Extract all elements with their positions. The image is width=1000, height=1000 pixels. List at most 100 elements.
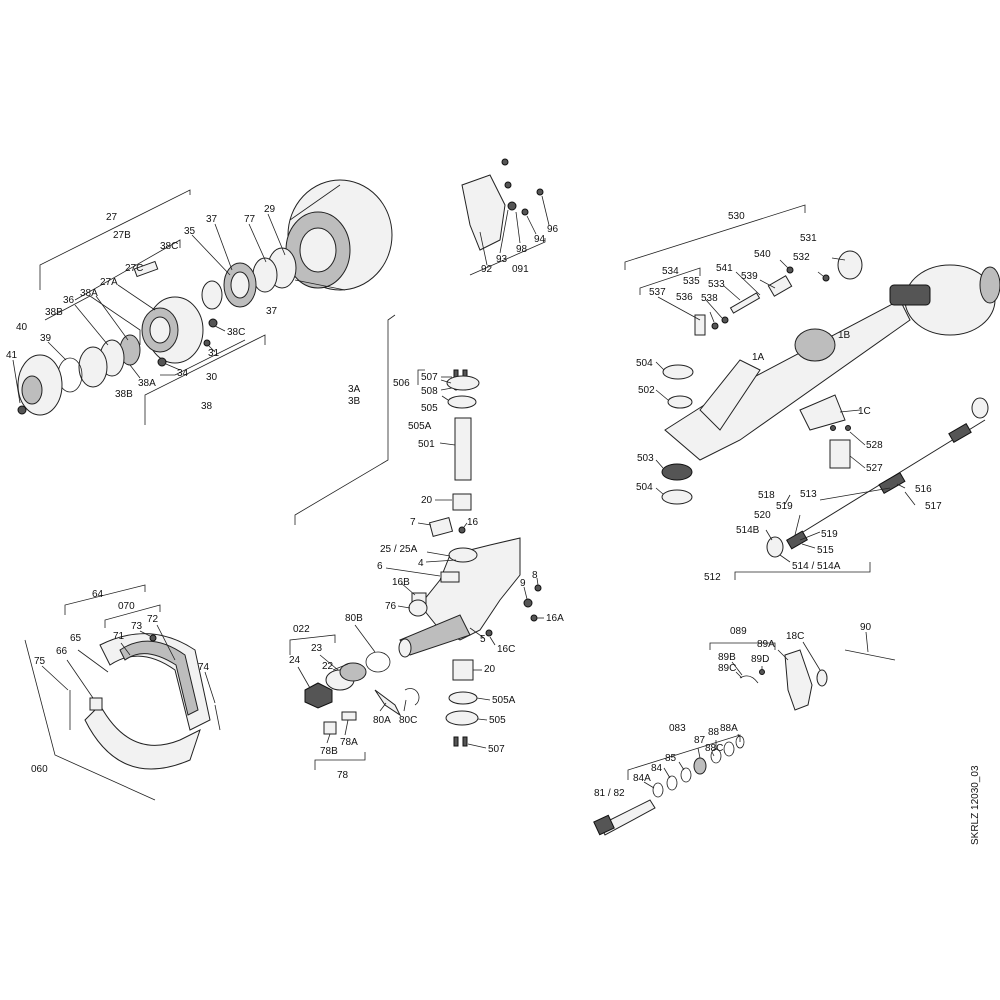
cover-505-bottom[interactable] xyxy=(445,710,479,726)
clamp-515[interactable] xyxy=(786,530,808,550)
screw-96[interactable] xyxy=(536,188,544,196)
clip-89C[interactable] xyxy=(739,675,759,684)
fitting-16[interactable] xyxy=(458,526,466,534)
spring-90[interactable] xyxy=(844,649,896,661)
label-16A: 16A xyxy=(546,613,564,624)
tie-rod-group: 518 519 513 520 514B 519 515 514 / 514A … xyxy=(704,397,989,583)
ring-88A[interactable] xyxy=(735,735,745,749)
hub-cap[interactable] xyxy=(17,354,63,416)
part-538[interactable] xyxy=(711,322,719,330)
part-25[interactable] xyxy=(448,547,478,563)
part-531[interactable] xyxy=(837,250,863,280)
bearing-22[interactable] xyxy=(339,662,367,682)
axle-housing[interactable] xyxy=(889,264,1000,336)
washer-504-top[interactable] xyxy=(662,364,694,380)
plug-41[interactable] xyxy=(17,405,27,415)
brake-shoes-group: 64 070 65 66 71 72 73 74 75 060 xyxy=(24,584,221,801)
washer-502[interactable] xyxy=(667,395,693,409)
bolt-8[interactable] xyxy=(534,584,542,592)
boot-539[interactable] xyxy=(767,275,793,297)
part-532[interactable] xyxy=(822,274,830,282)
brake-lining-71[interactable] xyxy=(119,640,199,716)
ball-joint-right[interactable] xyxy=(971,397,989,419)
bolt-31[interactable] xyxy=(203,339,211,347)
fitting-16A[interactable] xyxy=(530,614,538,622)
part-76[interactable] xyxy=(408,599,428,617)
part-1B[interactable] xyxy=(794,328,836,362)
bracket-30 xyxy=(160,339,246,376)
ball-joint-514[interactable] xyxy=(766,536,784,558)
part-6[interactable] xyxy=(440,571,460,583)
seal-38B[interactable] xyxy=(78,346,108,388)
slack-adjuster-89A[interactable] xyxy=(784,649,813,711)
label-519-bottom: 519 xyxy=(821,529,838,540)
brake-leaders xyxy=(41,624,216,704)
bolt-528b[interactable] xyxy=(845,425,851,431)
part-527[interactable] xyxy=(829,439,851,469)
part-540[interactable] xyxy=(786,266,794,274)
steering-knuckle[interactable] xyxy=(398,537,521,658)
roller-66[interactable] xyxy=(89,697,103,711)
seal-37[interactable] xyxy=(201,280,223,310)
part-18C[interactable] xyxy=(816,669,828,687)
label-531: 531 xyxy=(800,233,817,244)
backplate-92[interactable] xyxy=(461,174,506,251)
part-78A[interactable] xyxy=(341,711,357,721)
label-9: 9 xyxy=(520,578,526,589)
bushing-87[interactable] xyxy=(693,757,707,775)
part-537[interactable] xyxy=(694,314,706,336)
part-78B[interactable] xyxy=(323,721,337,735)
clip-80C[interactable] xyxy=(404,688,420,706)
nut-24[interactable] xyxy=(304,682,333,709)
bolt-528a[interactable] xyxy=(830,425,836,431)
part-27C[interactable] xyxy=(133,260,159,278)
label-505-bottom: 505 xyxy=(489,715,506,726)
nut-94[interactable] xyxy=(521,208,529,216)
bolt-507d[interactable] xyxy=(462,736,468,747)
screw-89D[interactable] xyxy=(759,669,765,675)
hose-80A[interactable] xyxy=(374,689,402,717)
label-23: 23 xyxy=(311,643,323,654)
rivet-73[interactable] xyxy=(149,634,157,642)
bushing-7[interactable] xyxy=(428,517,454,537)
spring-74[interactable] xyxy=(214,704,221,731)
bracket-1A[interactable] xyxy=(699,359,761,431)
ring-84A[interactable] xyxy=(652,782,664,798)
bushing-20-top[interactable] xyxy=(452,493,472,511)
pin-533[interactable] xyxy=(729,292,761,314)
camshaft-spline[interactable] xyxy=(593,814,615,836)
bracket-38 xyxy=(144,334,266,425)
ring-88[interactable] xyxy=(723,741,735,757)
bracket-38B xyxy=(44,295,141,345)
nut-9[interactable] xyxy=(523,598,533,608)
seal-84[interactable] xyxy=(666,775,678,791)
bearing-503[interactable] xyxy=(661,463,693,481)
label-66: 66 xyxy=(56,646,68,657)
ring-85[interactable] xyxy=(680,767,692,783)
label-96: 96 xyxy=(547,224,559,235)
brake-drum[interactable] xyxy=(285,179,393,291)
clamp-516[interactable] xyxy=(878,471,906,495)
washer-93[interactable] xyxy=(507,201,517,211)
wheel-hub[interactable] xyxy=(141,296,204,364)
hub-drum-group: 27 27B 27C 27A 29 77 37 35 38C 37 38C 36… xyxy=(6,179,393,425)
clamp-right[interactable] xyxy=(948,422,972,444)
nut-34[interactable] xyxy=(157,357,167,367)
ring-80B[interactable] xyxy=(365,651,391,673)
part-536[interactable] xyxy=(721,316,729,324)
bolt-98b[interactable] xyxy=(504,181,512,189)
bolt-507c[interactable] xyxy=(453,736,459,747)
fitting-16C[interactable] xyxy=(485,629,493,637)
gasket-505A[interactable] xyxy=(447,395,477,409)
brake-shoe-lower[interactable] xyxy=(84,704,201,770)
cover-505[interactable] xyxy=(446,375,480,391)
gasket-505A-bottom[interactable] xyxy=(448,691,478,705)
washer-504-bottom[interactable] xyxy=(661,489,693,505)
bolt-98a[interactable] xyxy=(501,158,509,166)
kingpin-501[interactable] xyxy=(454,417,472,481)
screw-38C[interactable] xyxy=(208,318,218,328)
bracket-530 xyxy=(624,204,806,270)
ring-77[interactable] xyxy=(252,257,278,293)
bushing-20-bottom[interactable] xyxy=(452,659,474,681)
pad-1C[interactable] xyxy=(799,394,846,431)
